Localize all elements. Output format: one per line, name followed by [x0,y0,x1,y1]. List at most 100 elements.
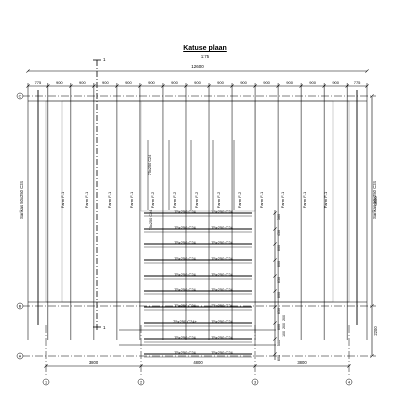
beam-label-right: 75x250 C24 [211,225,233,230]
axis-bubble-B [16,302,24,310]
axis-bubble-3 [251,378,259,386]
farm-label: Farm F-1 [107,191,112,208]
farm-label: Farm F-1 [302,191,307,208]
farm-label: Farm F-1 [60,191,65,208]
beam-label-left: 75x250 C24 [174,225,196,230]
axis-label-3: 3 [254,381,256,385]
top-spacing-dim: 900 [263,80,270,85]
dimension-tick [347,364,351,368]
bottom-dimension-chain: 3800 4800 3800 [44,360,351,368]
beam-label-left: 75x250 C24 [174,256,196,261]
axis-label-4: 4 [348,381,350,385]
top-spacing-dim: 900 [125,80,132,85]
top-dimension-chain: 12600 775 900 900 900 900 900 900 900 900 900 900 90… [26,64,369,340]
dimension-tick [44,364,48,368]
beam-spacing-dim: 650 [277,277,281,283]
right-small-dim: 200 [282,315,286,321]
beam-label-left: 75x250 C24+ [173,319,198,324]
axis-bubble-A [16,352,24,360]
top-spacing-dim: 900 [148,80,155,85]
beam-label-right: 75x250 C24 [211,319,233,324]
bottom-spacing-dim: 4800 [193,360,203,365]
axis-bubble-2 [137,378,145,386]
column-c24-label: 75x250 C24 [148,155,152,175]
axis-bubble-C [16,92,24,100]
beam-label-left: 75x250 C24 [174,209,196,214]
farm-label: Farm F-1 [280,191,285,208]
dimension-tick [370,354,374,358]
axis-bubble-1 [42,378,50,386]
beam-label-right: 75x250 C24 [211,287,233,292]
beam-spacing-dim: 500 [277,340,281,346]
top-spacing-dim: 900 [194,80,201,85]
bottom-spacing-dim: 3800 [297,360,307,365]
right-dimension-chain: 6800 2200 200 200 100 [282,94,378,358]
axis-label-2: 2 [140,381,142,385]
dimension-tick [370,94,374,98]
farm-label: Farm F-2 [172,191,177,208]
section-mark-bottom: 1 [103,325,106,330]
beam-label-left: 75x250 C24 [174,272,196,277]
grid-axes: 1 2 3 4 C B A [16,92,376,386]
axis-label-B: B [19,304,22,308]
beam-label-left: 75x250 C24 [174,350,196,355]
top-spacing-dim: 900 [309,80,316,85]
axis-label-A: A [19,354,22,358]
edge-rafter-left-label: Sarikas 50x250 C24 [19,180,24,218]
farm-label: Farm F-2 [216,191,221,208]
beam-label-right: 75x250 C24 [211,303,233,308]
beam-spacing-dim: 600 [277,261,281,267]
farm-label: Farm F-2 [150,191,155,208]
farm-label: Farm F-2 [237,191,242,208]
section-mark-top: 1 [103,57,106,62]
right-spacing-dim: 2200 [373,326,378,336]
beam-label-right: 75x250 C24 [211,240,233,245]
edge-rafter-right-label: Sarikas 50x250 C24 [372,180,377,218]
overall-tick-right [365,69,369,73]
farm-label: Farm F-1 [323,191,328,208]
plan-scale: 1:75 [200,54,210,59]
beam-label-left: 75x250 C24 [174,240,196,245]
farm-label: Farm F-2 [194,191,199,208]
beam-label-left: 75x250 C24 [174,303,196,308]
dimension-tick [253,364,257,368]
axis-bubble-4 [345,378,353,386]
overall-tick-left [26,69,30,73]
top-spacing-dim: 900 [171,80,178,85]
top-spacing-dim: 900 [56,80,63,85]
beam-spacing-dim: 650 [277,308,281,314]
top-spacing-dim: 775 [354,80,361,85]
beam-spacing-dim: 600 [277,292,281,298]
top-spacing-dim: 900 [102,80,109,85]
truss-lines: Farm F-1 Farm F-1 Farm F-1 Farm F-1 Farm F-2… [60,140,328,230]
dimension-tick [139,364,143,368]
top-spacing-dim: 775 [35,80,42,85]
dimension-tick [370,304,374,308]
beam-label-right: 75x250 C24 [211,256,233,261]
beam-spacing-dim: 560 [277,214,281,220]
beam-spacing-dim: 600 [277,355,281,361]
beam-label-right: 75x250 C24 [211,335,233,340]
top-spacing-dim: 900 [332,80,339,85]
right-small-dim: 100 [282,331,286,337]
farm-label: Farm F-1 [259,191,264,208]
top-spacing-dim: 900 [217,80,224,85]
beam-label-left: 75x250 C24 [174,335,196,340]
column-c24-label: 75x250 C24 [149,210,153,230]
beam-spacing-dim: 600 [277,324,281,330]
right-small-dim: 200 [282,323,286,329]
beam-label-left: 75x250 C24 [174,287,196,292]
farm-label: Farm F-1 [84,191,89,208]
plan-title: Katuse plaan [183,45,227,52]
right-spacing-dim: 6800 [373,196,378,206]
farm-label: Farm F-1 [129,191,134,208]
beam-label-right: 75x250 C24 [211,272,233,277]
bottom-spacing-dim: 3800 [89,360,99,365]
overall-width-dim: 12600 [191,64,204,69]
axis-label-C: C [19,94,22,98]
top-spacing-dim: 900 [240,80,247,85]
beam-label-right: 75x250 C24 [211,209,233,214]
